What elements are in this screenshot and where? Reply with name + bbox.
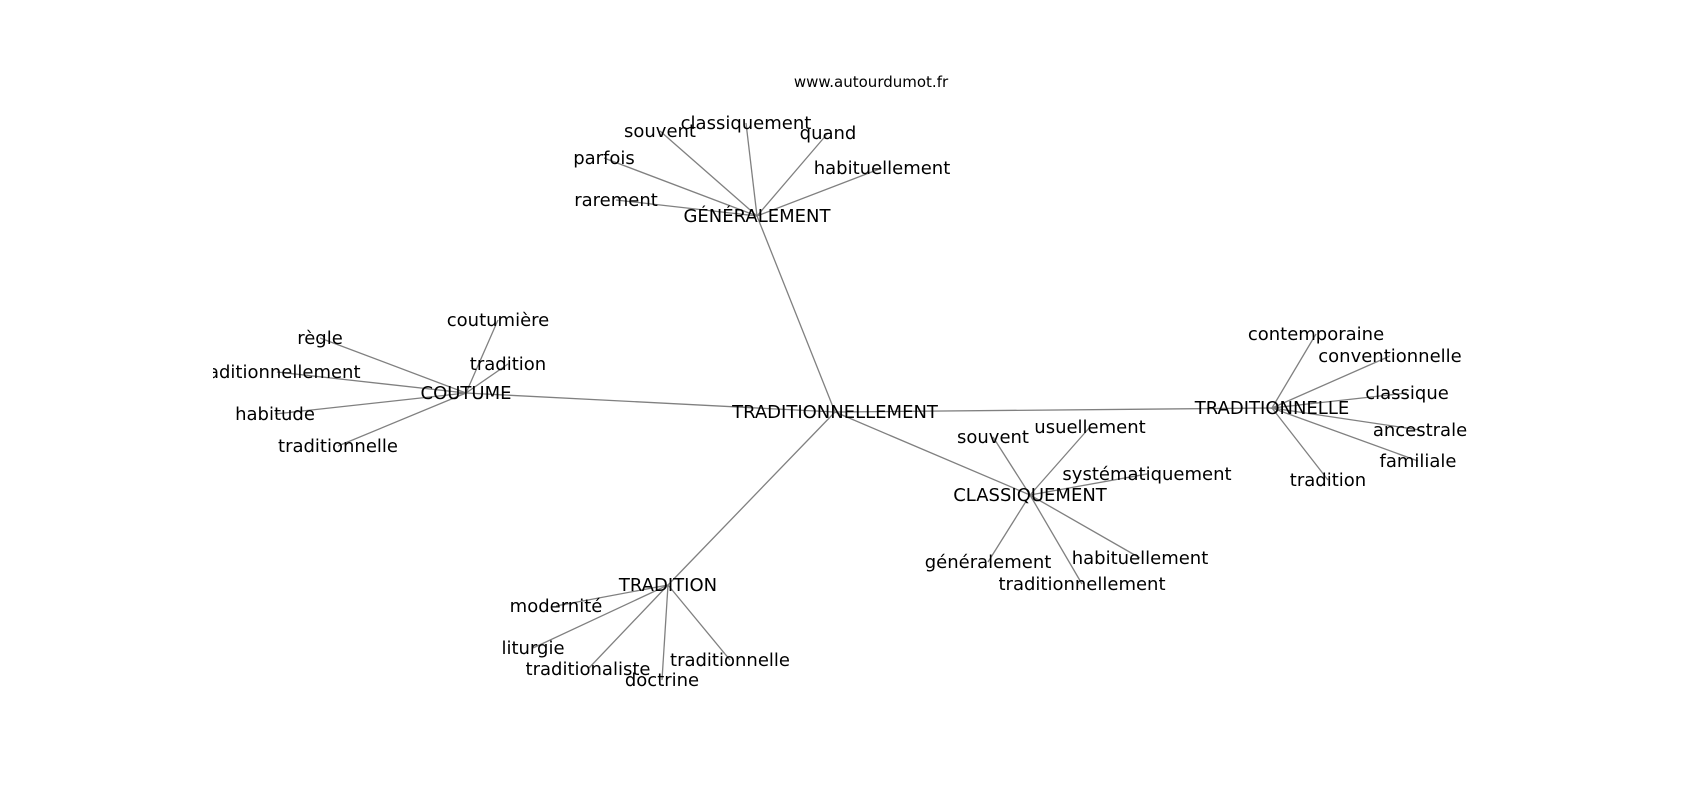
node-label: traditionnellement (193, 362, 360, 383)
edge-n1-n5 (745, 122, 758, 217)
edge-n29-n30 (555, 584, 669, 607)
node-label: traditionnelle (278, 436, 398, 457)
node-label: rarement (574, 190, 658, 211)
node-label: coutumière (447, 310, 549, 331)
node-label: tradition (1290, 470, 1366, 491)
edge-n8-n14 (465, 363, 509, 394)
node-label: CLASSIQUEMENT (953, 485, 1108, 506)
edge-n22-n27 (1029, 494, 1083, 585)
edge-n29-n31 (532, 584, 669, 649)
edge-n15-n20 (1271, 407, 1419, 462)
edge-n0-n1 (756, 215, 836, 413)
node-label: liturgie (501, 638, 564, 659)
node-label: habituellement (814, 158, 951, 179)
edge-n8-n12 (337, 392, 467, 447)
edge-n22-n24 (1029, 426, 1091, 496)
node-label: GÉNÉRALEMENT (683, 205, 831, 227)
edges-layer (274, 122, 1421, 681)
edge-n15-n21 (1271, 407, 1329, 481)
node-label: modernité (510, 596, 603, 617)
edge-n22-n26 (1029, 494, 1141, 559)
edge-n1-n2 (615, 199, 758, 217)
edge-n0-n15 (834, 407, 1273, 413)
node-label: usuellement (1034, 417, 1145, 438)
edge-n15-n18 (1271, 392, 1408, 409)
node-label: traditionnellement (998, 574, 1165, 595)
node-label: conventionnelle (1318, 346, 1462, 367)
node-label: TRADITIONNELLEMENT (731, 402, 939, 423)
edge-n0-n8 (465, 392, 836, 413)
edge-n22-n28 (987, 494, 1031, 563)
node-label: règle (297, 328, 343, 349)
node-label: traditionnelle (670, 650, 790, 671)
edge-n22-n25 (1029, 473, 1148, 496)
node-label: parfois (573, 148, 635, 169)
node-label: systématiquement (1062, 464, 1231, 485)
edge-n29-n33 (661, 584, 669, 681)
node-label: COUTUME (421, 383, 512, 404)
node-label: TRADITIONNELLE (1194, 398, 1349, 419)
edge-n15-n19 (1271, 407, 1421, 431)
edge-n0-n22 (834, 411, 1031, 496)
node-label: souvent (624, 121, 696, 142)
edge-n1-n6 (756, 132, 829, 217)
edge-n1-n4 (659, 130, 758, 217)
node-label: traditionaliste (526, 659, 651, 680)
edge-n8-n10 (276, 371, 467, 394)
node-label: généralement (925, 552, 1052, 573)
node-label: TRADITION (618, 575, 717, 596)
watermark: www.autourdumot.fr (794, 73, 949, 91)
edge-n8-n9 (319, 337, 467, 394)
node-label: classiquement (681, 113, 812, 134)
edge-n8-n11 (274, 392, 467, 415)
node-label: doctrine (625, 670, 699, 691)
labels-layer: TRADITIONNELLEMENT GÉNÉRALEMENT rarement pa… (193, 113, 1467, 691)
edge-n1-n7 (756, 167, 883, 217)
edge-n29-n34 (667, 584, 731, 661)
node-label: quand (800, 123, 857, 144)
node-label: souvent (957, 427, 1029, 448)
edge-n15-n16 (1271, 333, 1317, 409)
node-label: tradition (470, 354, 546, 375)
node-label: classique (1365, 383, 1449, 404)
edge-n8-n13 (465, 319, 499, 394)
edge-n15-n17 (1271, 355, 1391, 409)
node-label: habituellement (1072, 548, 1209, 569)
edge-n29-n32 (587, 584, 669, 670)
edge-n0-n29 (667, 411, 836, 586)
node-label: habitude (235, 404, 315, 425)
node-label: ancestrale (1373, 420, 1467, 441)
node-label: familiale (1379, 451, 1456, 472)
edge-n1-n3 (603, 157, 758, 217)
edge-n22-n23 (992, 436, 1031, 496)
node-label: contemporaine (1248, 324, 1384, 345)
